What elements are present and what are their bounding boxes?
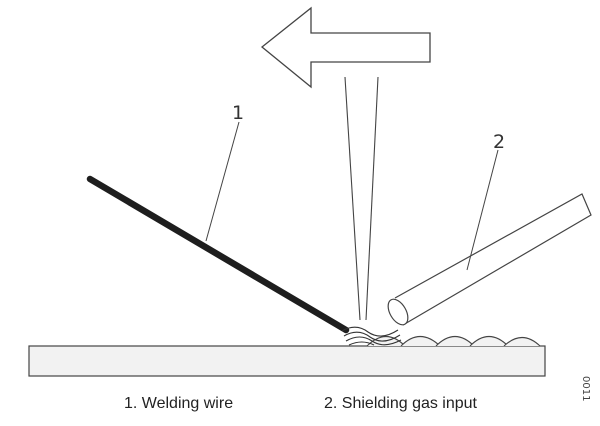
shielding-gas-nozzle <box>387 193 592 326</box>
reference-code: 0011 <box>580 376 591 401</box>
callout-1-leader <box>205 121 240 242</box>
legend-welding-wire: 1. Welding wire <box>124 395 234 412</box>
weld-pool <box>341 326 402 346</box>
arc-line-right <box>365 76 379 321</box>
welding-wire <box>86 175 350 334</box>
arrow-left-icon <box>260 6 431 89</box>
base-plate <box>28 345 546 377</box>
weld-bead <box>366 335 541 347</box>
callout-1-number: 1 <box>232 102 244 124</box>
legend-shielding-gas-input: 2. Shielding gas input <box>324 395 477 412</box>
callout-2-number: 2 <box>493 131 505 153</box>
arc-line-left <box>344 76 361 321</box>
callout-2-leader <box>466 149 499 271</box>
